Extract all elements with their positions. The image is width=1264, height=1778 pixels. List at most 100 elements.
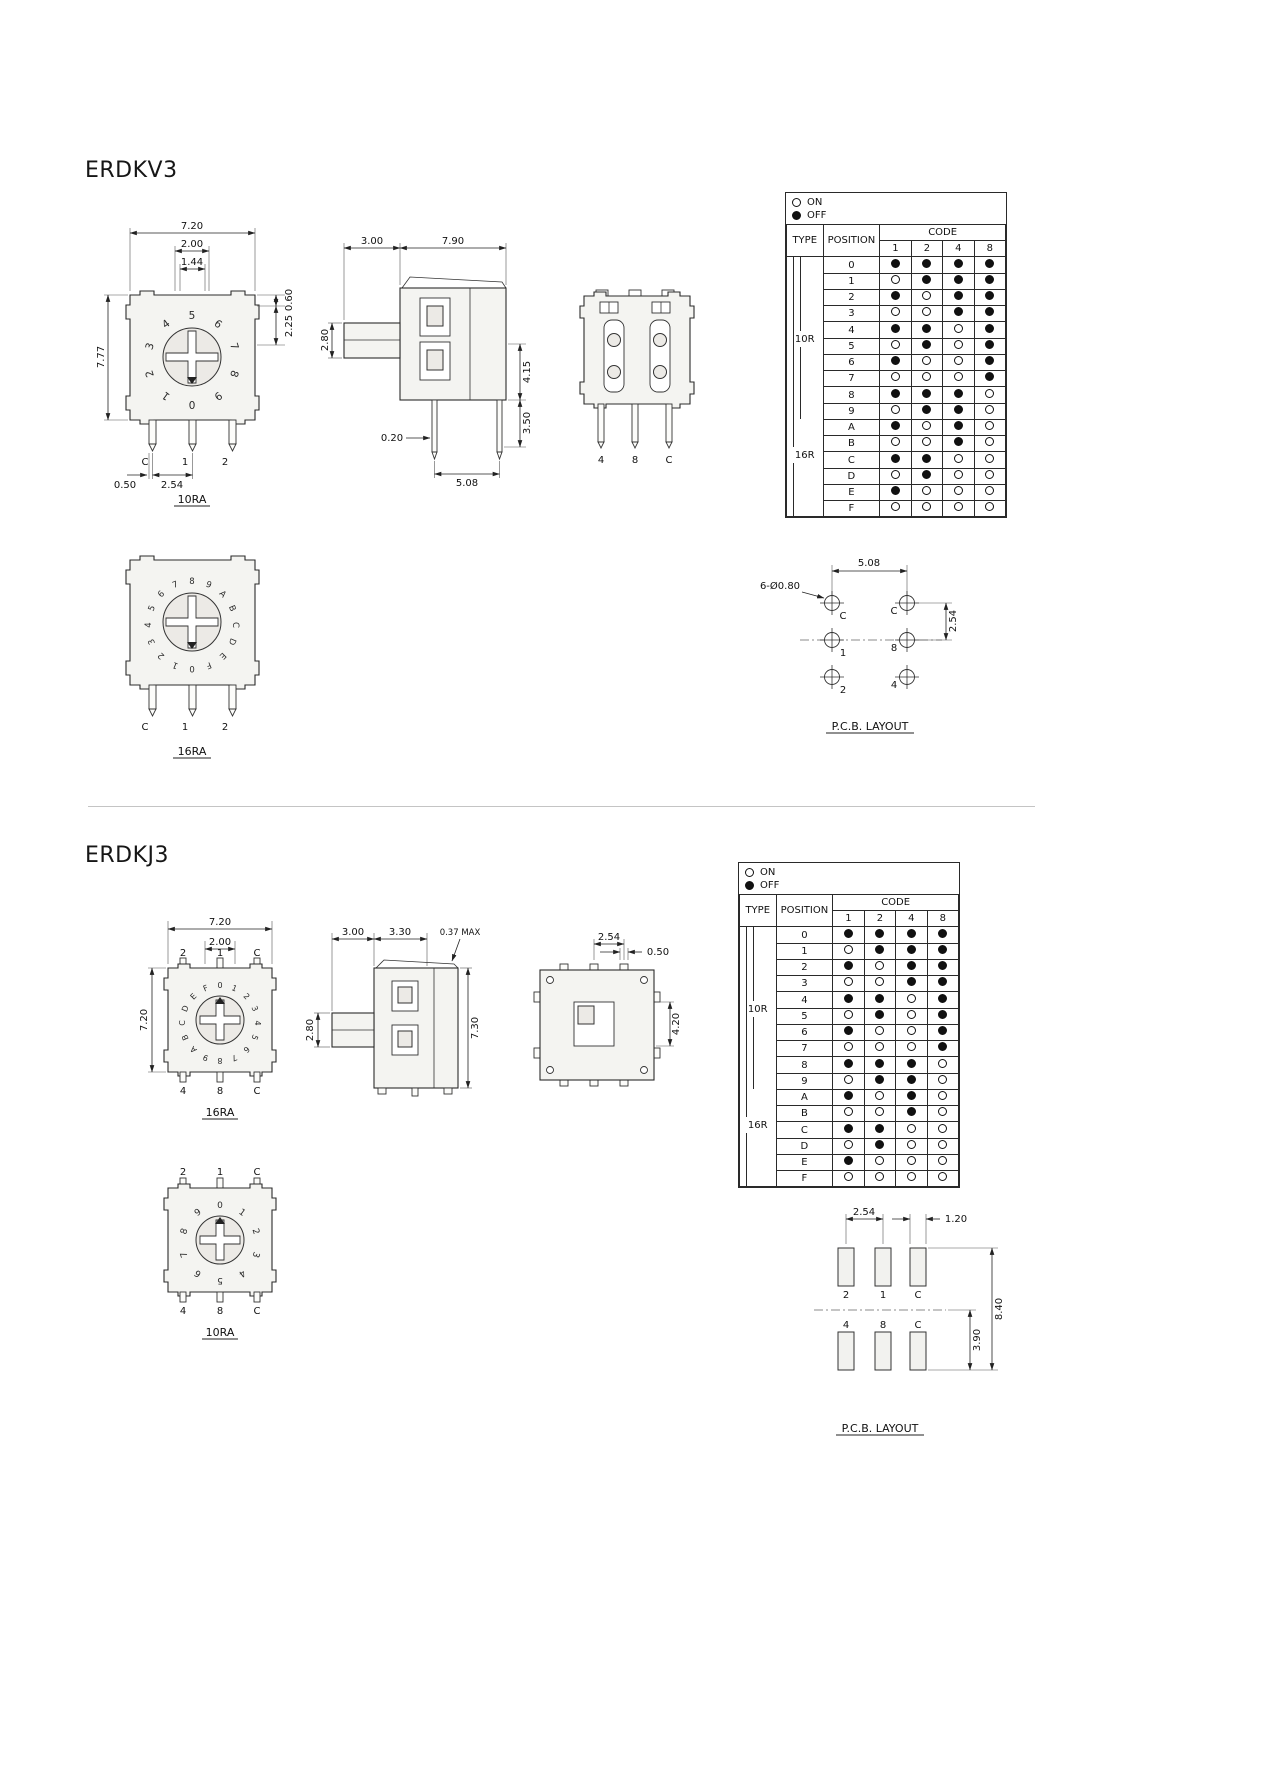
code-cell (879, 256, 912, 274)
off-dot (985, 274, 995, 284)
position-cell: D (822, 467, 881, 485)
hole-label: C (840, 611, 847, 622)
top-dimensions: 3.00 7.90 (343, 236, 507, 320)
dim-inner: 2.00 (181, 239, 203, 250)
rotor-char-B: B (226, 604, 238, 613)
code-cell (942, 288, 975, 307)
code-cell (832, 958, 865, 977)
code-cell (832, 1137, 865, 1155)
code-cell (895, 1072, 928, 1090)
off-dot (843, 1123, 853, 1133)
code-cell (879, 418, 912, 437)
code-cell (910, 386, 944, 404)
dim-body-h: 4.15 (522, 361, 533, 383)
top-dimension: 5.08 (831, 558, 908, 595)
legend-off-label: OFF (807, 210, 827, 221)
bottom-stubs (179, 1071, 261, 1083)
pin-label: 1 (182, 457, 188, 468)
on-dot (906, 1042, 916, 1052)
off-dot (843, 961, 853, 970)
on-dot (953, 502, 963, 512)
on-dot (985, 421, 995, 430)
position-cell: A (775, 1088, 834, 1107)
code-cell (926, 991, 960, 1009)
right-dimension: 7.30 (460, 967, 481, 1089)
code-cell (973, 288, 1007, 307)
rotor-char-7: 7 (230, 1052, 238, 1062)
code-cell (879, 483, 912, 502)
rotor-char-3: 3 (147, 637, 158, 646)
pin-labels: 4 8 C (598, 455, 673, 466)
code-cell (926, 1170, 960, 1188)
rotor-char-8: 8 (217, 1056, 222, 1065)
dim-pitch: 2.54 (161, 480, 183, 491)
rotor-pointer-icon (215, 997, 225, 1004)
position-cell: 7 (822, 370, 881, 388)
off-dot (875, 928, 885, 938)
code-cell (879, 370, 912, 388)
position-cell: 4 (822, 321, 881, 339)
on-dot (938, 1058, 948, 1068)
switch-body (399, 287, 507, 401)
on-dot (890, 372, 900, 382)
on-dot (922, 502, 932, 512)
code-cell (832, 1072, 865, 1090)
rotor-char-3: 3 (249, 1005, 259, 1013)
code-cell (973, 305, 1007, 323)
pad-label: 8 (880, 1320, 886, 1331)
off-dot (890, 258, 900, 268)
code-cell (879, 451, 912, 469)
pin-label: C (142, 722, 149, 733)
pin-labels: C 1 2 (142, 722, 229, 733)
dim-shaft-h: 2.80 (320, 329, 331, 351)
position-cell: E (775, 1153, 834, 1172)
erdkv3-back-view: 4 8 C (579, 289, 695, 466)
off-dot (843, 928, 853, 938)
code-cell (895, 1088, 928, 1107)
position-cell: 9 (822, 402, 881, 420)
on-dot (843, 1107, 853, 1117)
pad-label: C (915, 1290, 922, 1301)
erdkv3-pcb-layout: 5.08 6-Ø0.80 2.54 C C 1 8 2 4 (760, 558, 959, 734)
code-cell (832, 1170, 865, 1188)
code-cell (910, 272, 944, 290)
off-dot (906, 1074, 916, 1084)
rotor-slot (165, 595, 219, 649)
pins (597, 403, 673, 450)
off-dot (906, 1107, 916, 1117)
dim-pin-len: 3.50 (522, 412, 533, 434)
code-row-E: E (787, 483, 1007, 502)
top-dimensions: 2.54 1.20 (845, 1207, 967, 1244)
dim-pitch: 2.54 (598, 932, 620, 943)
on-dot (985, 437, 995, 447)
rotor-char-7: 7 (179, 1250, 190, 1259)
left-dimension: 7.77 (96, 294, 128, 421)
code-cell (973, 353, 1007, 372)
off-dot (938, 1042, 948, 1052)
code-cell (926, 926, 960, 944)
rotor-char-2: 2 (241, 992, 251, 1002)
rotor-char-0: 0 (189, 398, 196, 410)
code-cell (942, 418, 975, 437)
code-row-8: 8 (787, 386, 1007, 404)
code-cell (910, 467, 944, 485)
code-cell (895, 991, 928, 1009)
off-dot (985, 307, 995, 317)
on-dot (953, 486, 963, 495)
code-cell (832, 1121, 865, 1139)
position-cell: F (822, 500, 881, 518)
top-pin-labels: 2 1 C (180, 1167, 261, 1178)
hole-label: 2 (840, 685, 846, 696)
code-cell (973, 435, 1007, 453)
dim-pin-w: 0.50 (647, 947, 669, 958)
off-dot (938, 961, 948, 970)
on-dot (938, 1091, 948, 1100)
dim-slot: 1.44 (181, 257, 203, 268)
code-row-B: B (787, 435, 1007, 453)
off-dot (985, 323, 995, 333)
code-cell (863, 926, 897, 944)
off-dot (953, 404, 963, 414)
code-cell (926, 1023, 960, 1042)
